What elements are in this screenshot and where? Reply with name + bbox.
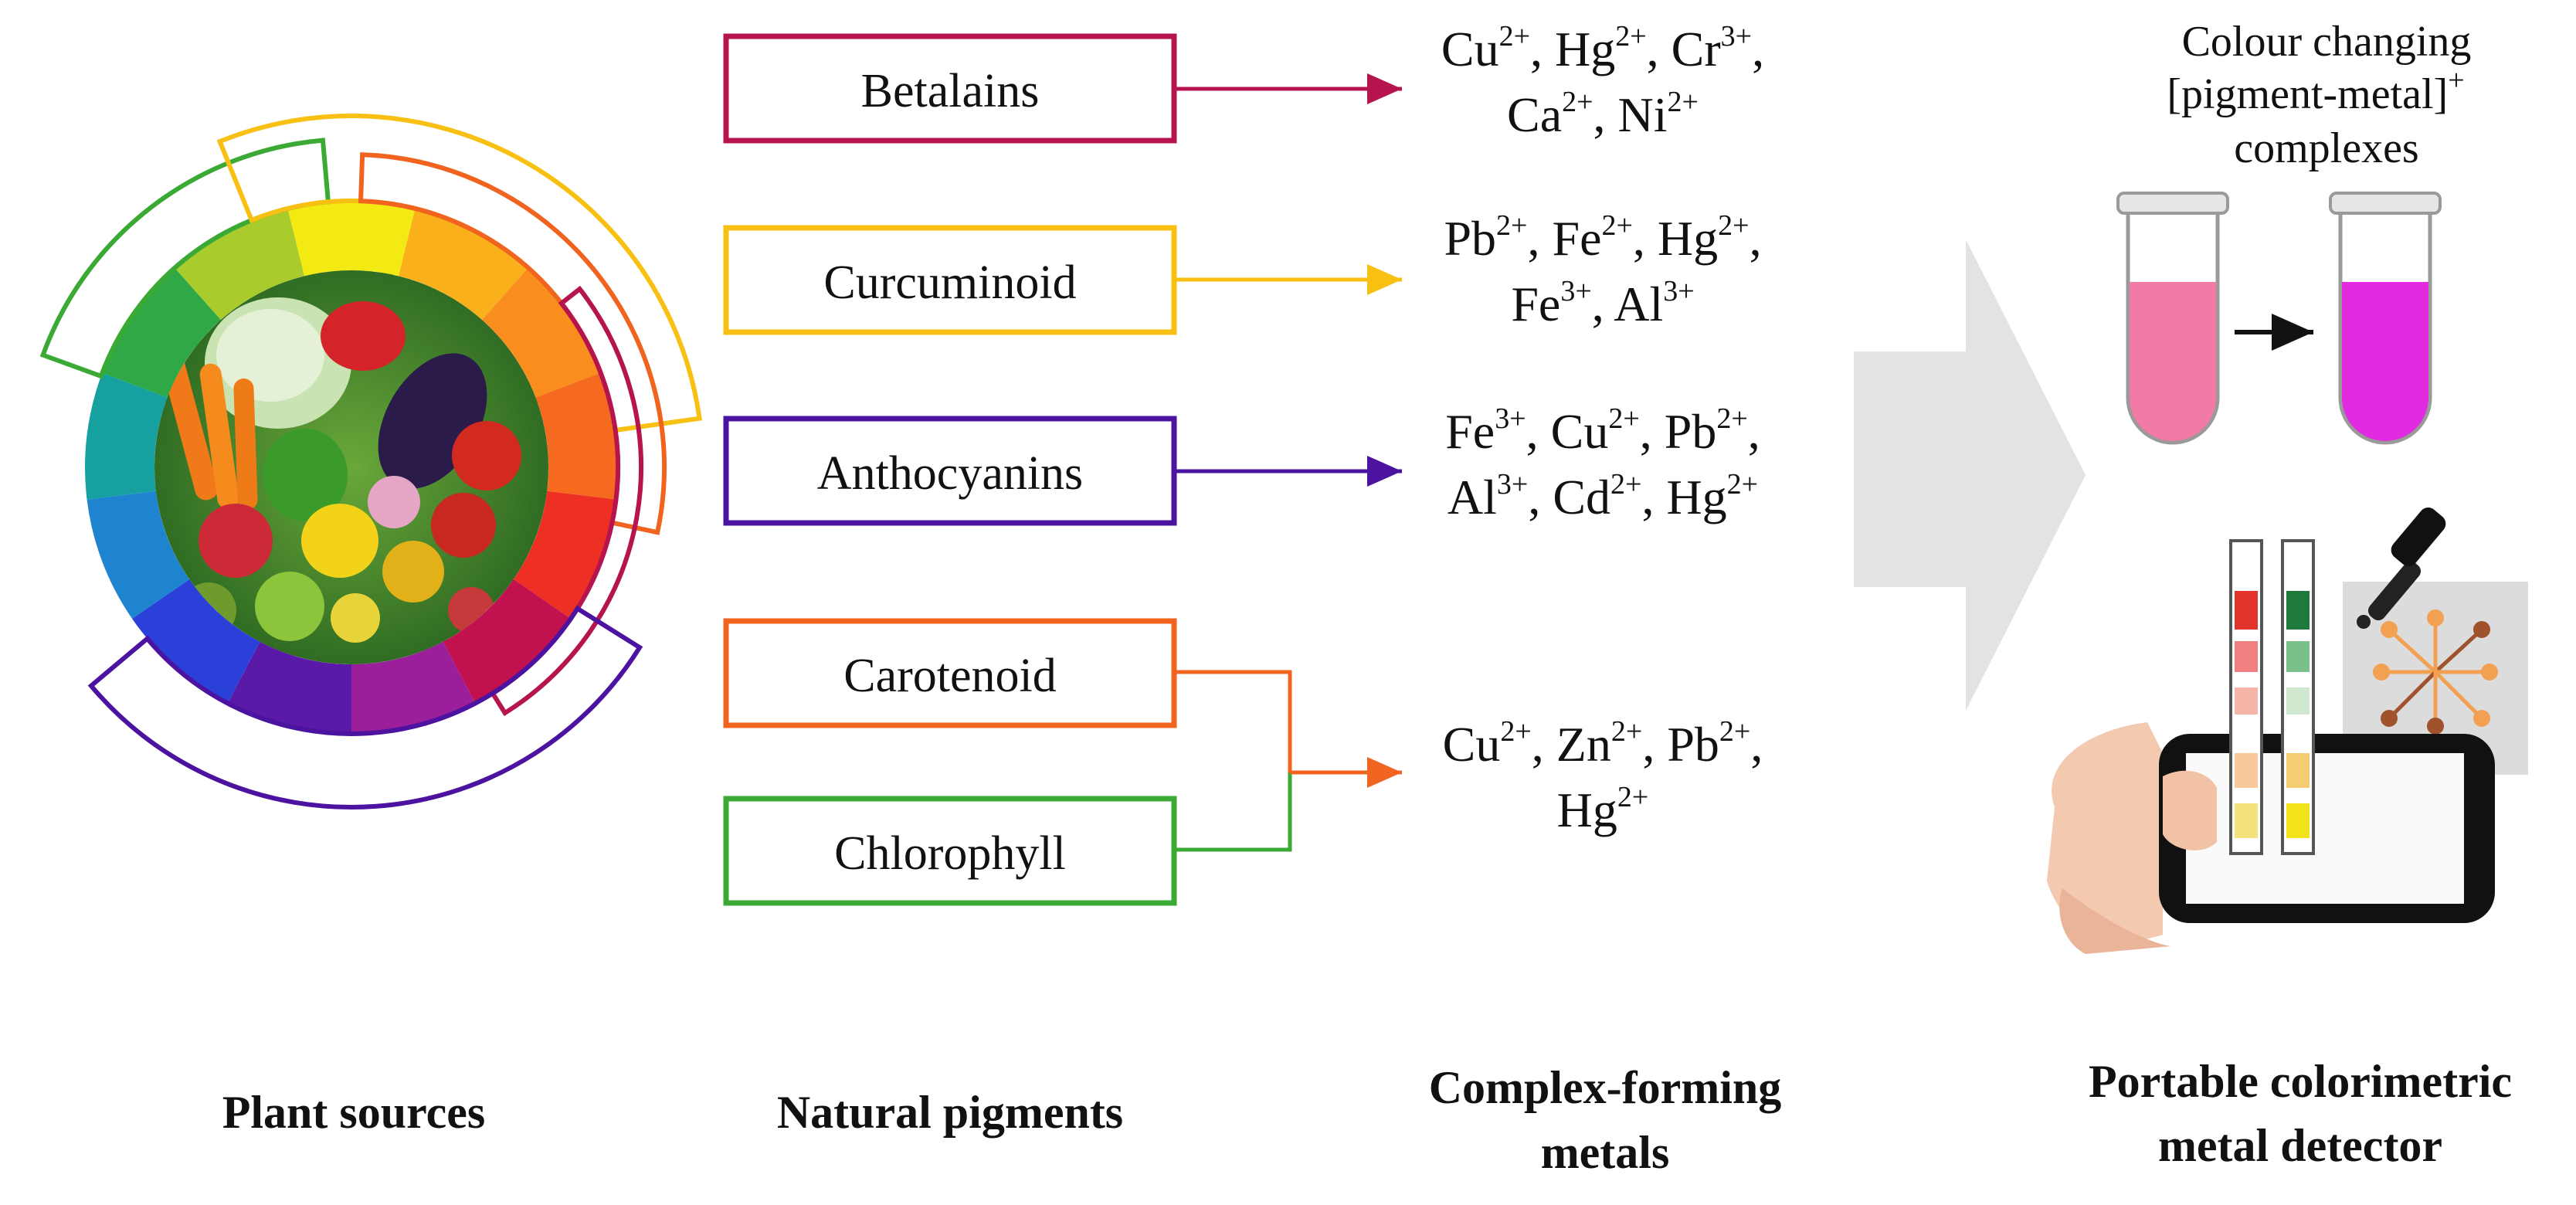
caption-complex-forming-1: Complex-forming — [1429, 1062, 1782, 1113]
metal-line: Fe3+, Cu2+, Pb2+, — [1445, 402, 1760, 459]
test-strip-2 — [2281, 539, 2315, 855]
thumb — [2163, 770, 2217, 850]
metal-line: Ca2+, Ni2+ — [1507, 86, 1699, 142]
detector-title-line3: complexes — [2234, 124, 2418, 172]
wheel-segment — [87, 490, 190, 619]
test-strip-1 — [2229, 539, 2263, 855]
vegetable-photo — [154, 270, 548, 664]
pigment-box-chlorophyll — [723, 796, 1177, 906]
pigment-label-betalains: Betalains — [861, 65, 1040, 117]
pigment-carotenoid: Carotenoid — [723, 618, 1177, 728]
pigment-label-chlorophyll: Chlorophyll — [834, 827, 1066, 880]
arc-carotenoid — [358, 152, 667, 535]
wheel-segment — [482, 267, 601, 398]
wheel-segment — [132, 579, 260, 704]
connector-carotenoid — [1174, 670, 1292, 772]
wheel-segment — [85, 372, 168, 500]
detector-title-line2: [pigment-metal]+ — [2167, 64, 2464, 118]
hand — [2047, 722, 2170, 954]
pigment-box-curcuminoid — [723, 225, 1177, 335]
detector-title: Colour changing [pigment-metal]+ complex… — [2167, 18, 2471, 172]
wheel-segment — [513, 490, 616, 619]
wheel-segment — [287, 201, 416, 277]
detector-title-line1: Colour changing — [2182, 18, 2472, 66]
dropper-icon — [2357, 507, 2446, 629]
test-tube-after — [2329, 192, 2442, 445]
wheel-segment — [351, 641, 476, 734]
colour-wheel — [85, 201, 618, 734]
caption-detector-1: Portable colorimetric — [2089, 1056, 2512, 1107]
arc-anthocyanins — [87, 605, 643, 810]
caption-natural-pigments: Natural pigments — [777, 1087, 1123, 1138]
pigment-chlorophyll: Chlorophyll — [723, 796, 1177, 906]
smartphone-detector — [2047, 507, 2528, 954]
pigment-box-anthocyanins — [723, 416, 1177, 526]
metal-line: Al3+, Cd2+, Hg2+ — [1448, 468, 1758, 524]
caption-complex-forming-2: metals — [1541, 1127, 1670, 1178]
pigment-curcuminoid: Curcuminoid — [723, 225, 1177, 335]
metal-line: Fe3+, Al3+ — [1511, 275, 1694, 331]
wheel-segment — [175, 209, 304, 321]
pigment-anthocyanins: Anthocyanins — [723, 416, 1177, 526]
pigment-label-anthocyanins: Anthocyanins — [817, 447, 1083, 500]
complex-forming-metals: Cu2+, Hg2+, Cr3+, Ca2+, Ni2+ Pb2+, Fe2+, … — [1441, 20, 1764, 837]
big-right-arrow — [1854, 239, 2086, 711]
caption-detector-2: metal detector — [2158, 1120, 2442, 1171]
caption-plant-sources: Plant sources — [222, 1087, 486, 1138]
pigment-box-carotenoid — [723, 618, 1177, 728]
wheel-segment — [227, 641, 351, 734]
metal-line: Cu2+, Zn2+, Pb2+, — [1443, 715, 1763, 772]
sensor-star — [2373, 609, 2498, 735]
metal-line: Cu2+, Hg2+, Cr3+, — [1441, 20, 1764, 76]
test-tube-before — [2116, 192, 2229, 445]
pigment-label-carotenoid: Carotenoid — [843, 650, 1057, 702]
pigment-box-betalains — [723, 33, 1177, 144]
pigment-arcs — [39, 114, 702, 810]
wheel-segment — [443, 579, 571, 704]
metal-line: Hg2+ — [1557, 781, 1649, 837]
wheel-segment — [535, 372, 618, 500]
pigment-betalains: Betalains — [723, 33, 1177, 144]
metal-line: Pb2+, Fe2+, Hg2+, — [1444, 209, 1761, 266]
wheel-segment — [399, 209, 528, 321]
arc-betalains — [489, 285, 643, 717]
phone-screen — [2186, 753, 2464, 904]
arc-chlorophyll — [39, 137, 331, 379]
connector-chlorophyll — [1174, 772, 1292, 852]
wheel-segment — [102, 267, 221, 398]
pigment-label-curcuminoid: Curcuminoid — [823, 256, 1076, 309]
